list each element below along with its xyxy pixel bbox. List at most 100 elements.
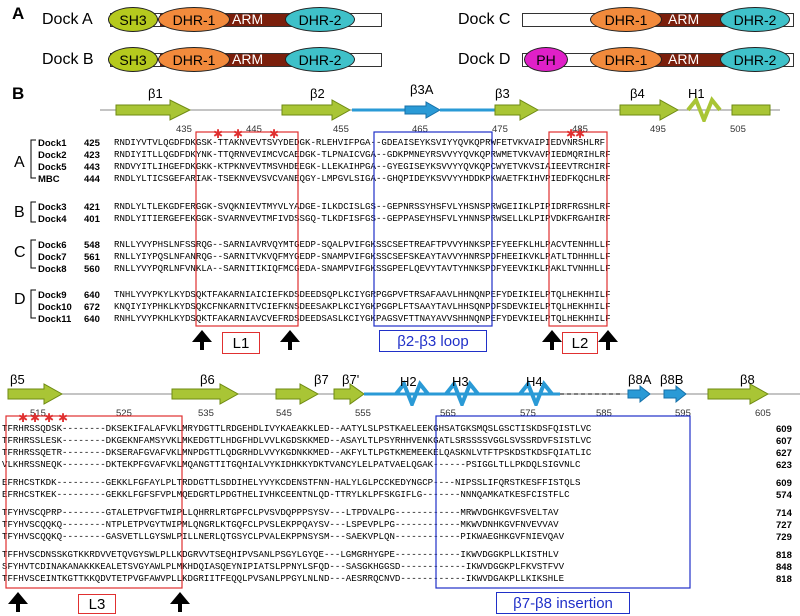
end-arrow-top — [731, 104, 771, 116]
row-seq: RNDIYITLLQGDFDKYNK-TTQRNVEVIMCVCAEDGK-TL… — [114, 149, 611, 160]
row-start: 561 — [84, 252, 100, 263]
row-name: Dock8 — [38, 264, 67, 275]
row-end: 609 — [776, 478, 792, 489]
row-end: 609 — [776, 424, 792, 435]
panel-b-label: B — [12, 84, 25, 103]
row-seq: TNHLYVYPKYLKYDSQKTFAKARNIAICIEFKDSDEEDSQ… — [114, 289, 611, 300]
row-start: 401 — [84, 214, 100, 225]
l2-label-box: L2 — [562, 332, 598, 354]
dock-d-dhr1-domain: DHR-1 — [590, 47, 662, 72]
row-seq: TFFHVSCDNSSKGTKKRDVVETQVGYSWLPLLKDGRVVTS… — [2, 549, 559, 560]
ss-beta2-label: β2 — [310, 86, 325, 101]
ss-beta8a-label: β8A — [628, 372, 652, 387]
arrow-up-5 — [8, 592, 28, 612]
beta6-arrow — [171, 383, 240, 405]
ss-h3-label: H3 — [452, 374, 469, 389]
row-name: Dock10 — [38, 302, 72, 313]
ss-h1-label: H1 — [688, 86, 705, 101]
row-end: 574 — [776, 490, 792, 501]
tick-535: 535 — [198, 408, 214, 419]
l3-label-box: L3 — [78, 594, 116, 614]
row-name: Dock2 — [38, 150, 67, 161]
row-start: 425 — [84, 138, 100, 149]
ss-beta3-label: β3 — [495, 86, 510, 101]
row-seq: TFRHRSSQDSK--------DKSEKIFALAFVKLMRYDGTT… — [2, 423, 592, 434]
l3-label: L3 — [88, 595, 106, 613]
l1-label: L1 — [232, 334, 250, 352]
panel-a-label: A — [12, 4, 25, 23]
dock-a-arm-label: ARM — [232, 11, 264, 27]
h2-helix — [394, 380, 430, 406]
ss-beta7-label: β7 — [314, 372, 329, 387]
row-end: 607 — [776, 436, 792, 447]
dock-b-dhr1-label: DHR-1 — [172, 51, 216, 68]
star-5: ✱ — [575, 127, 585, 141]
l1-label-box: L1 — [222, 332, 260, 354]
tick-585: 585 — [596, 408, 612, 419]
star-6: ✱ — [18, 411, 28, 425]
row-end: 714 — [776, 508, 792, 519]
dock-b-name: Dock B — [42, 51, 94, 68]
dock-d-ph-domain: PH — [524, 47, 568, 72]
row-name: Dock3 — [38, 202, 67, 213]
arrow-up-4 — [598, 330, 618, 350]
h3-helix — [444, 380, 480, 406]
beta8b-arrow — [663, 384, 687, 404]
star-1: ✱ — [213, 127, 223, 141]
star-2: ✱ — [233, 127, 243, 141]
dock-a-sh3-label: SH3 — [119, 11, 147, 28]
row-start: 423 — [84, 150, 100, 161]
row-name: Dock5 — [38, 162, 67, 173]
row-name: Dock6 — [38, 240, 67, 251]
row-start: 421 — [84, 202, 100, 213]
arrow-up-2 — [280, 330, 300, 350]
row-seq: EFRHCSTKEK---------GEKKLFGFSFVPLMQEDGRTL… — [2, 489, 570, 500]
tick-515: 515 — [30, 408, 46, 419]
row-start: 443 — [84, 162, 100, 173]
row-seq: KNQIYIYPHKLKYDSQKCFNKARNITVCIEFKNSDEESAK… — [114, 301, 611, 312]
row-end: 623 — [776, 460, 792, 471]
dock-c-name: Dock C — [458, 11, 511, 28]
row-seq: VLKHRSSNEQK--------DKTEKPFGVAFVKLMQANGTT… — [2, 459, 581, 470]
ss-beta6-label: β6 — [200, 372, 215, 387]
tick-545: 545 — [276, 408, 292, 419]
beta4-arrow — [619, 99, 680, 121]
group-b-label: B — [14, 204, 25, 221]
dock-c-dhr2-domain: DHR-2 — [720, 7, 790, 32]
tick-495: 495 — [650, 124, 666, 135]
dock-a-name: Dock A — [42, 11, 93, 28]
row-end: 729 — [776, 532, 792, 543]
row-name: Dock9 — [38, 290, 67, 301]
row-name: Dock1 — [38, 138, 67, 149]
beta3-arrow — [494, 99, 540, 121]
tick-465: 465 — [412, 124, 428, 135]
row-seq: RNLLYVYPQRLNFVNKLA--SARNITIKIQFMCGEDA-SN… — [114, 263, 611, 274]
dock-b-dhr2-label: DHR-2 — [298, 51, 342, 68]
row-seq: RNLLYVYPHSLNFSSRQG--SARNIAVRVQYMTGEDP-SQ… — [114, 239, 611, 250]
l2-region-box — [548, 131, 608, 327]
row-end: 818 — [776, 550, 792, 561]
dock-b-sh3-domain: SH3 — [108, 47, 158, 72]
row-end: 627 — [776, 448, 792, 459]
b7b8-region-box — [435, 415, 691, 589]
row-seq: RNHLYVYPKHLKYDSQKTFAKARNIAVCVEFRDSDEEDSA… — [114, 313, 611, 324]
tick-475: 475 — [492, 124, 508, 135]
l1-region-box — [195, 131, 299, 327]
star-3: ✱ — [269, 127, 279, 141]
beta5-arrow — [7, 383, 64, 405]
group-a-label: A — [14, 154, 25, 171]
dock-d-dhr2-label: DHR-2 — [733, 51, 777, 68]
row-seq: RNDLYLTICSGEFARIAK-TSEKNVEVSVCVANEQGY-LM… — [114, 173, 611, 184]
dock-a-dhr2-label: DHR-2 — [298, 11, 342, 28]
row-seq: RNDIYVTVLQGDFDKGSK-TTAKNVEVTSVYDEDGK-RLE… — [114, 137, 606, 148]
dock-d-ph-label: PH — [536, 51, 556, 68]
ss-h4-label: H4 — [526, 374, 543, 389]
row-seq: TFRHRSSQETR--------DKSERAFGVAFVKLMNPDGTT… — [2, 447, 592, 458]
top-secondary-structure-track — [100, 96, 780, 122]
group-d-label: D — [14, 291, 26, 308]
row-end: 818 — [776, 574, 792, 585]
ss-beta5-label: β5 — [10, 372, 25, 387]
beta8a-arrow — [627, 384, 651, 404]
